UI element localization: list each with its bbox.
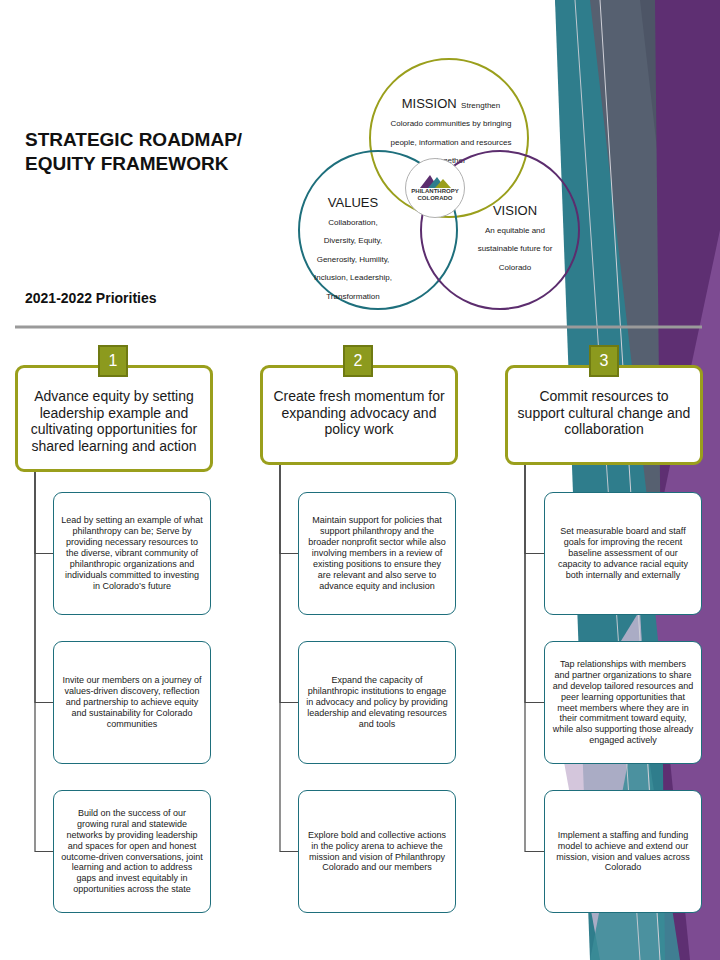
divider-line — [15, 326, 702, 329]
box-text: Expand the capacity of philanthropic ins… — [306, 675, 448, 730]
action-box: Explore bold and collective actions in t… — [298, 790, 456, 913]
tree-connector — [280, 465, 298, 852]
action-box: Lead by setting an example of what phila… — [53, 492, 211, 615]
circle-heading: MISSION — [402, 96, 457, 111]
box-text: Set measurable board and staff goals for… — [552, 526, 694, 581]
action-box: Expand the capacity of philanthropic ins… — [298, 641, 456, 764]
box-text: Commit resources to support cultural cha… — [516, 388, 692, 438]
action-box: Set measurable board and staff goals for… — [544, 492, 702, 615]
circle-text: VISION An equitable and sustainable futur… — [472, 204, 558, 274]
callout-number: 3 — [589, 345, 619, 377]
callout-number: 1 — [98, 345, 128, 377]
box-text: Maintain support for policies that suppo… — [306, 515, 448, 592]
priorities-label: 2021-2022 Priorities — [25, 290, 157, 306]
number-text: 1 — [109, 352, 118, 370]
callout-number: 2 — [343, 345, 373, 377]
box-text: Tap relationships with members and partn… — [552, 659, 694, 747]
logo-mountains — [418, 174, 452, 188]
box-text: Implement a staffing and funding model t… — [552, 830, 694, 874]
tree-connector — [525, 465, 544, 554]
circle-text: VALUES Collaboration, Diversity, Equity, … — [314, 196, 392, 303]
tree-connector — [35, 472, 53, 852]
tree-connector — [280, 465, 298, 703]
page-title: STRATEGIC ROADMAP/ EQUITY FRAMEWORK — [25, 128, 260, 176]
box-text: Advance equity by setting leadership exa… — [26, 388, 202, 454]
box-text: Build on the success of our growing rura… — [61, 808, 203, 896]
tree-connector — [525, 465, 544, 852]
box-text: Invite our members on a journey of value… — [61, 675, 203, 730]
tree-connector — [35, 472, 53, 554]
circle-text: MISSION Strengthen Colorado communities … — [387, 94, 515, 168]
circle-body: Collaboration, Diversity, Equity, Genero… — [314, 218, 392, 301]
priority-box: Create fresh momentum for expanding advo… — [260, 365, 458, 465]
logo-text: PHILANTHROPY COLORADO — [410, 188, 460, 201]
circle-body: An equitable and sustainable future for … — [478, 226, 553, 272]
action-box: Build on the success of our growing rura… — [53, 790, 211, 913]
box-text: Create fresh momentum for expanding advo… — [271, 388, 447, 438]
tree-connector — [280, 465, 298, 554]
priority-box: Commit resources to support cultural cha… — [505, 365, 703, 465]
action-box: Invite our members on a journey of value… — [53, 641, 211, 764]
logo-circle: PHILANTHROPY COLORADO — [405, 158, 465, 218]
action-box: Implement a staffing and funding model t… — [544, 790, 702, 913]
number-text: 2 — [354, 352, 363, 370]
priority-box: Advance equity by setting leadership exa… — [15, 365, 213, 472]
number-text: 3 — [600, 352, 609, 370]
circle-heading: VISION — [472, 204, 558, 219]
action-box: Tap relationships with members and partn… — [544, 641, 702, 764]
tree-connector — [525, 465, 544, 703]
action-box: Maintain support for policies that suppo… — [298, 492, 456, 615]
circle-heading: VALUES — [314, 196, 392, 211]
box-text: Explore bold and collective actions in t… — [306, 830, 448, 874]
box-text: Lead by setting an example of what phila… — [61, 515, 203, 592]
tree-connector — [35, 472, 53, 703]
